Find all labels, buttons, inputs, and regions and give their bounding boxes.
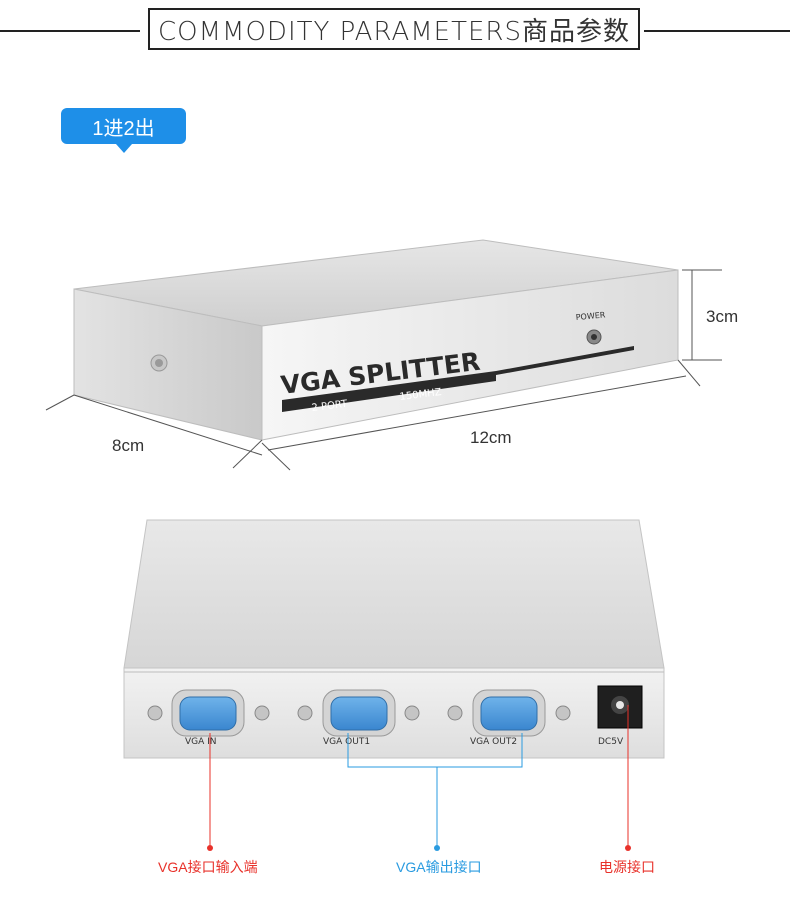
callout-power: 电源接口 xyxy=(599,859,655,875)
callout-line-output xyxy=(347,733,523,851)
port-label-vga-in: VGA IN xyxy=(185,737,217,747)
io-badge: 1进2出 xyxy=(61,108,186,144)
section-title: COMMODITY PARAMETERS商品参数 xyxy=(157,16,630,47)
callout-vga-input: VGA接口输入端 xyxy=(158,859,258,875)
sub-text-freq: 150MHZ xyxy=(399,387,442,403)
dc-jack-port xyxy=(597,685,643,729)
callout-line-power xyxy=(625,705,631,851)
badge-pointer xyxy=(116,144,132,153)
vga-out1-port xyxy=(297,689,420,737)
callout-vga-output: VGA输出接口 xyxy=(396,859,482,875)
dimension-width-label: 12cm xyxy=(470,428,512,447)
io-badge-label: 1进2出 xyxy=(92,117,155,140)
port-label-dc5v: DC5V xyxy=(598,737,624,747)
dimension-height-label: 3cm xyxy=(706,307,739,326)
front-device xyxy=(73,239,679,441)
header-rule-left xyxy=(0,30,140,32)
sub-text-port: 2 PORT xyxy=(311,399,349,414)
port-label-vga-out2: VGA OUT2 xyxy=(470,737,517,747)
header-rule-right xyxy=(644,30,790,32)
vga-out2-port xyxy=(447,689,571,737)
dimension-depth-label: 8cm xyxy=(112,436,145,455)
dimension-lines xyxy=(45,269,722,471)
vga-in-port xyxy=(147,689,270,737)
rear-device xyxy=(123,519,665,759)
section-title-box: COMMODITY PARAMETERS商品参数 xyxy=(148,8,640,50)
callout-line-input xyxy=(207,733,213,851)
port-label-vga-out1: VGA OUT1 xyxy=(323,737,370,747)
power-label: POWER xyxy=(575,310,606,322)
